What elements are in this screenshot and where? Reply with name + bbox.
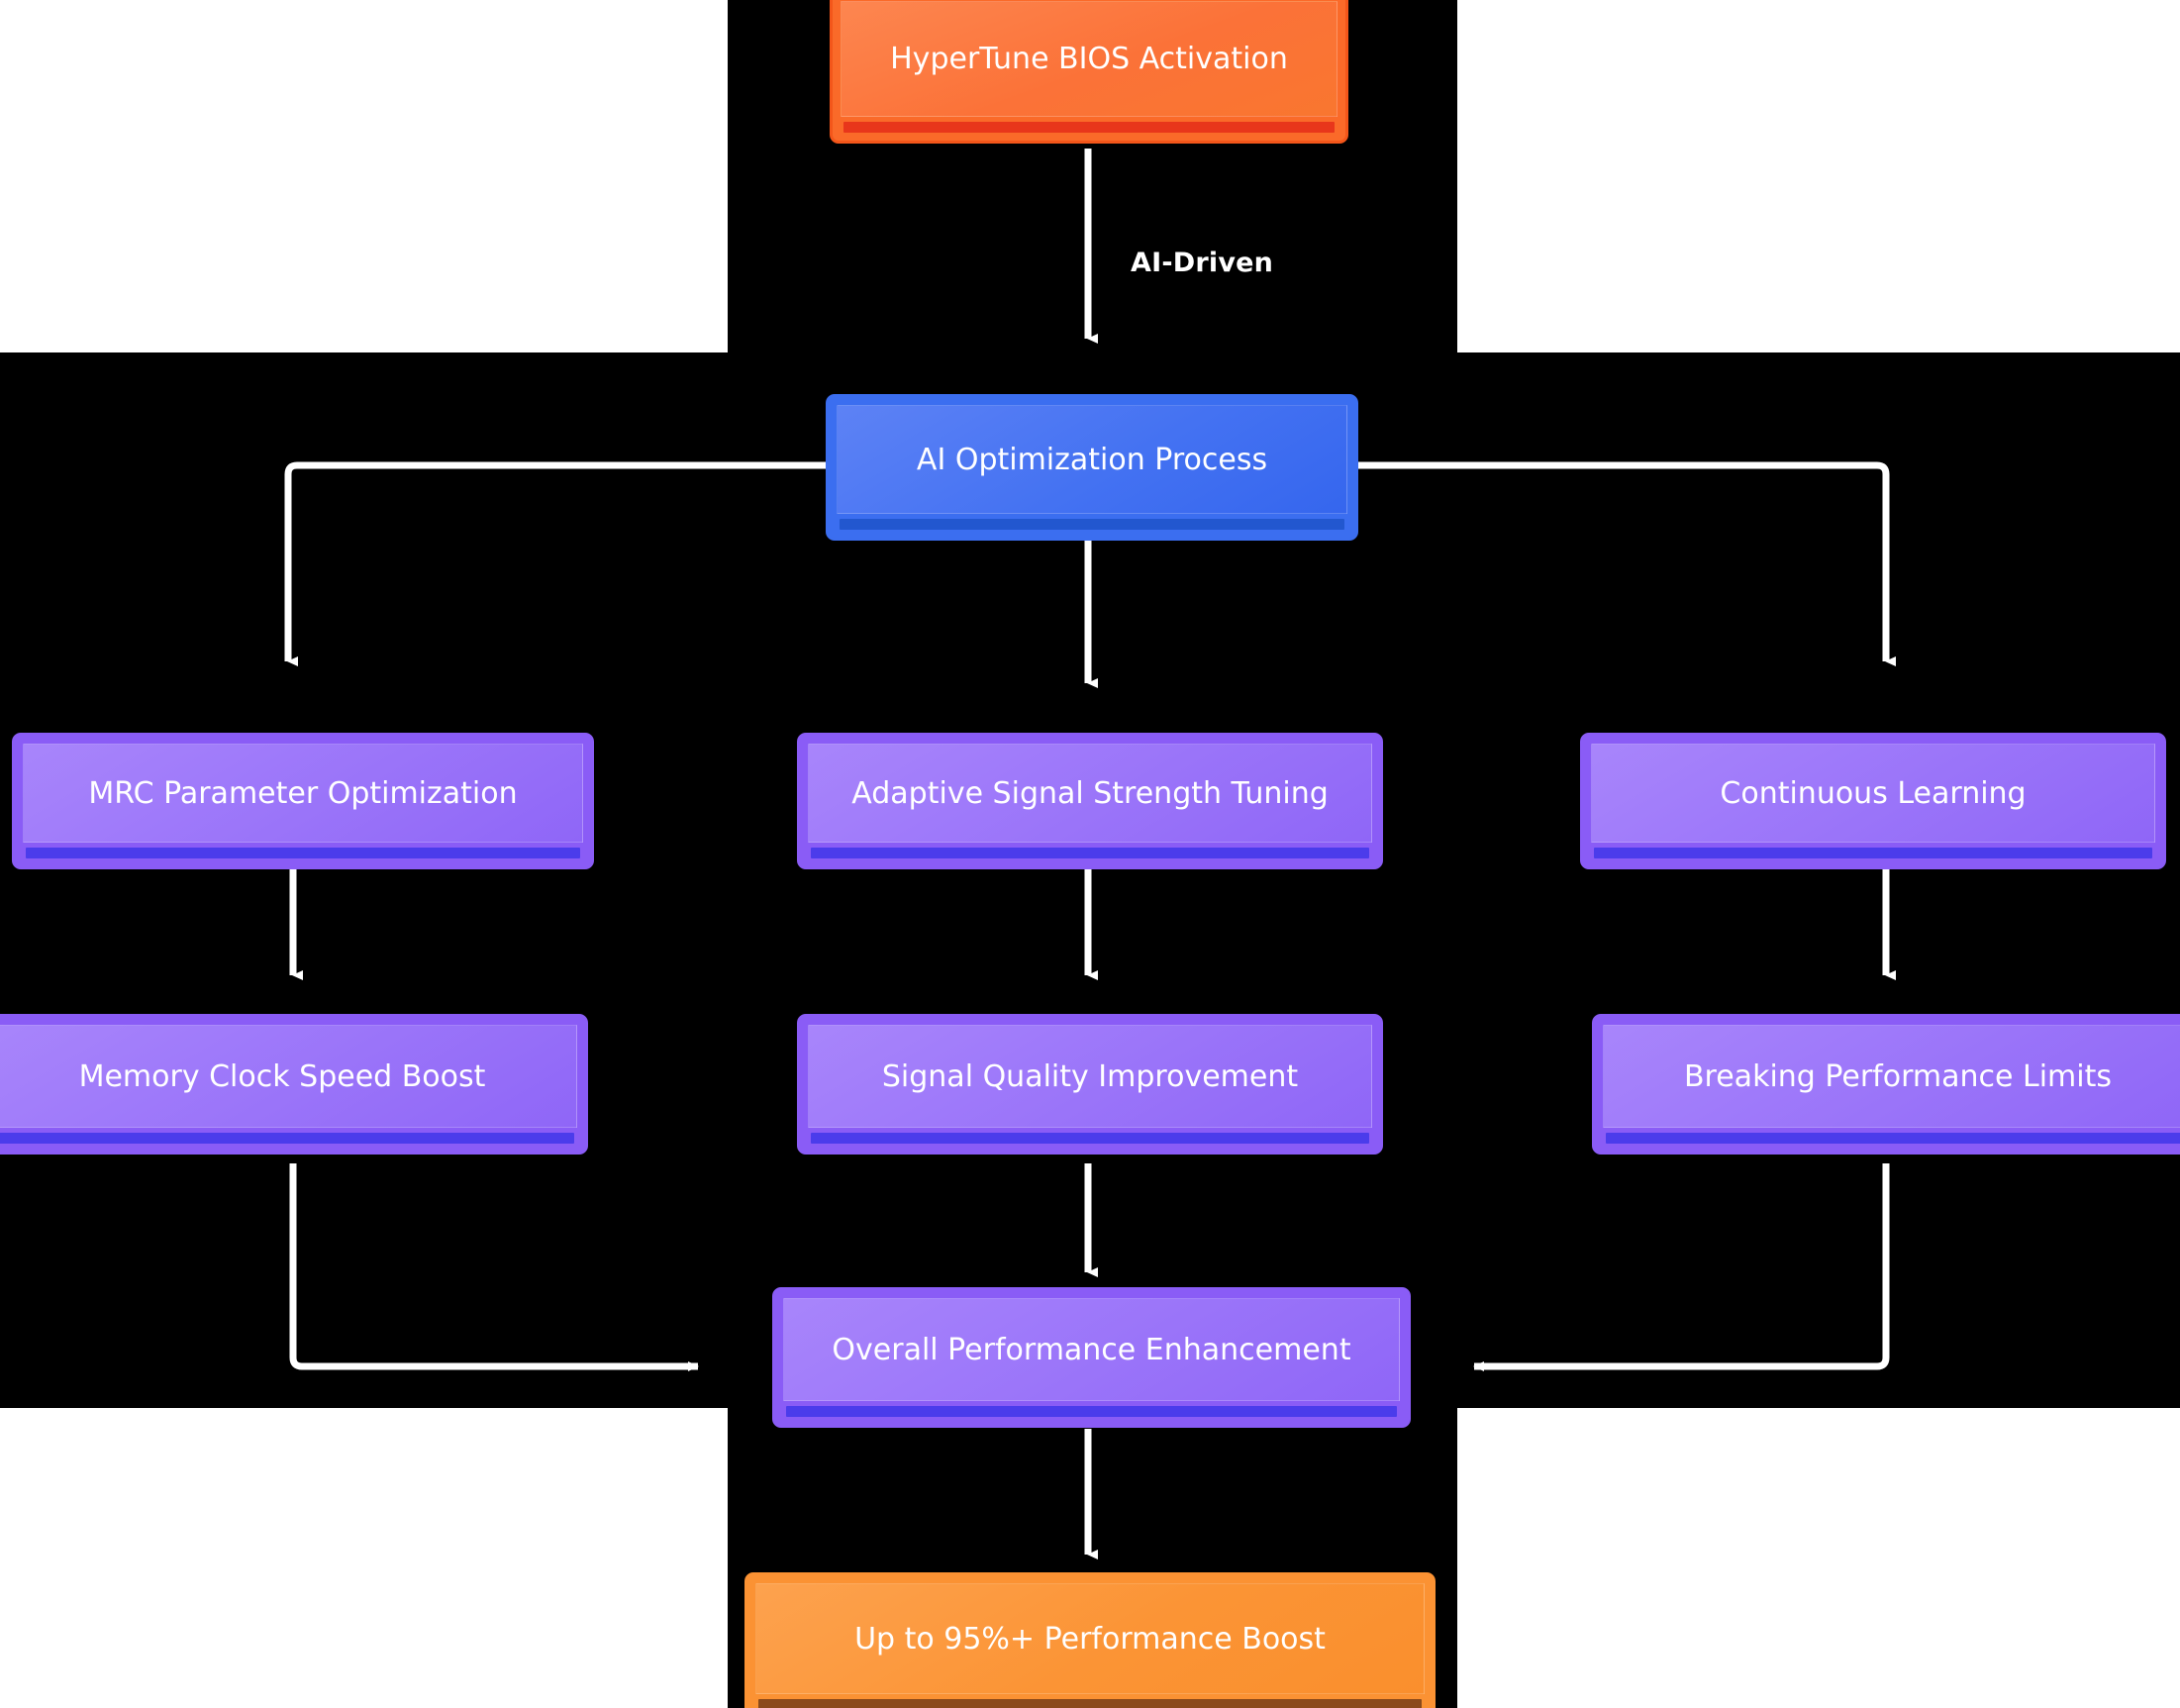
node-label-ai: AI Optimization Process [916,442,1268,477]
node-label-adaptive: Adaptive Signal Strength Tuning [851,775,1329,811]
node-body-overall: Overall Performance Enhancement [783,1298,1400,1401]
node-signal-quality-improvement[interactable]: Signal Quality Improvement [797,1014,1383,1155]
node-label-overall: Overall Performance Enhancement [832,1332,1351,1367]
node-accent-boost [758,1699,1422,1708]
node-label-quality: Signal Quality Improvement [881,1058,1299,1094]
edge-label-ai-driven: AI-Driven [1131,248,1274,278]
node-accent-mrc [26,848,580,858]
node-body-limits: Breaking Performance Limits [1603,1025,2180,1128]
node-accent-quality [811,1133,1369,1144]
node-label-bios: HyperTune BIOS Activation [890,42,1288,76]
node-breaking-performance-limits[interactable]: Breaking Performance Limits [1592,1014,2180,1155]
node-label-limits: Breaking Performance Limits [1683,1058,2113,1094]
node-label-boost: Up to 95%+ Performance Boost [854,1621,1326,1657]
node-label-mrc: MRC Parameter Optimization [88,775,518,811]
node-overall-performance-enhancement[interactable]: Overall Performance Enhancement [772,1287,1411,1428]
node-label-clock: Memory Clock Speed Boost [78,1058,486,1094]
node-mrc-parameter-optimization[interactable]: MRC Parameter Optimization [12,733,594,869]
node-body-bios: HyperTune BIOS Activation [841,1,1338,117]
node-hypertune-bios-activation[interactable]: HyperTune BIOS Activation [830,0,1348,144]
node-body-learning: Continuous Learning [1591,744,2155,843]
node-accent-clock [0,1133,574,1144]
node-accent-ai [840,519,1344,530]
node-ai-optimization-process[interactable]: AI Optimization Process [826,394,1358,541]
node-body-ai: AI Optimization Process [837,405,1347,514]
node-accent-limits [1606,1133,2180,1144]
node-up-to-95-percent-performance-boost[interactable]: Up to 95%+ Performance Boost [744,1572,1436,1708]
node-body-mrc: MRC Parameter Optimization [23,744,583,843]
node-accent-overall [786,1406,1397,1417]
node-body-boost: Up to 95%+ Performance Boost [755,1583,1425,1694]
node-memory-clock-speed-boost[interactable]: Memory Clock Speed Boost [0,1014,588,1155]
node-adaptive-signal-strength-tuning[interactable]: Adaptive Signal Strength Tuning [797,733,1383,869]
node-accent-learning [1594,848,2152,858]
node-body-quality: Signal Quality Improvement [808,1025,1372,1128]
node-label-learning: Continuous Learning [1720,775,2027,811]
node-accent-bios [843,122,1335,133]
node-body-clock: Memory Clock Speed Boost [0,1025,577,1128]
node-continuous-learning[interactable]: Continuous Learning [1580,733,2166,869]
node-accent-adaptive [811,848,1369,858]
node-body-adaptive: Adaptive Signal Strength Tuning [808,744,1372,843]
